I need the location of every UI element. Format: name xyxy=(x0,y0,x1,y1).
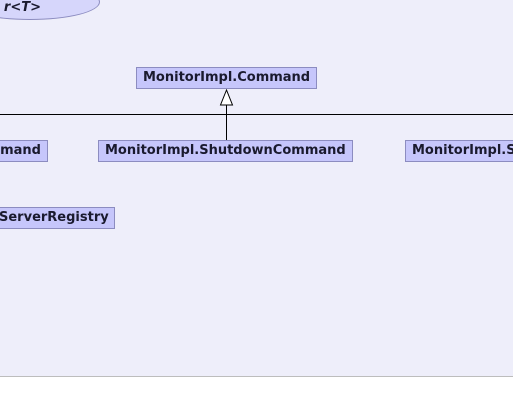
server-registry-class-node[interactable]: ServerRegistry xyxy=(0,207,115,229)
command-class-node[interactable]: MonitorImpl.Command xyxy=(136,67,318,89)
shutdown-command-class-node[interactable]: MonitorImpl.ShutdownCommand xyxy=(98,140,353,162)
generalization-arrowhead xyxy=(219,88,234,106)
clipped-subclass-node[interactable]: MonitorImpl.S xyxy=(405,140,513,162)
edge-layer xyxy=(0,88,513,140)
clipped-command-class-node[interactable]: mand xyxy=(0,140,48,162)
diagram-canvas[interactable]: r<T> MonitorImpl.Command mand MonitorImp… xyxy=(0,0,513,377)
